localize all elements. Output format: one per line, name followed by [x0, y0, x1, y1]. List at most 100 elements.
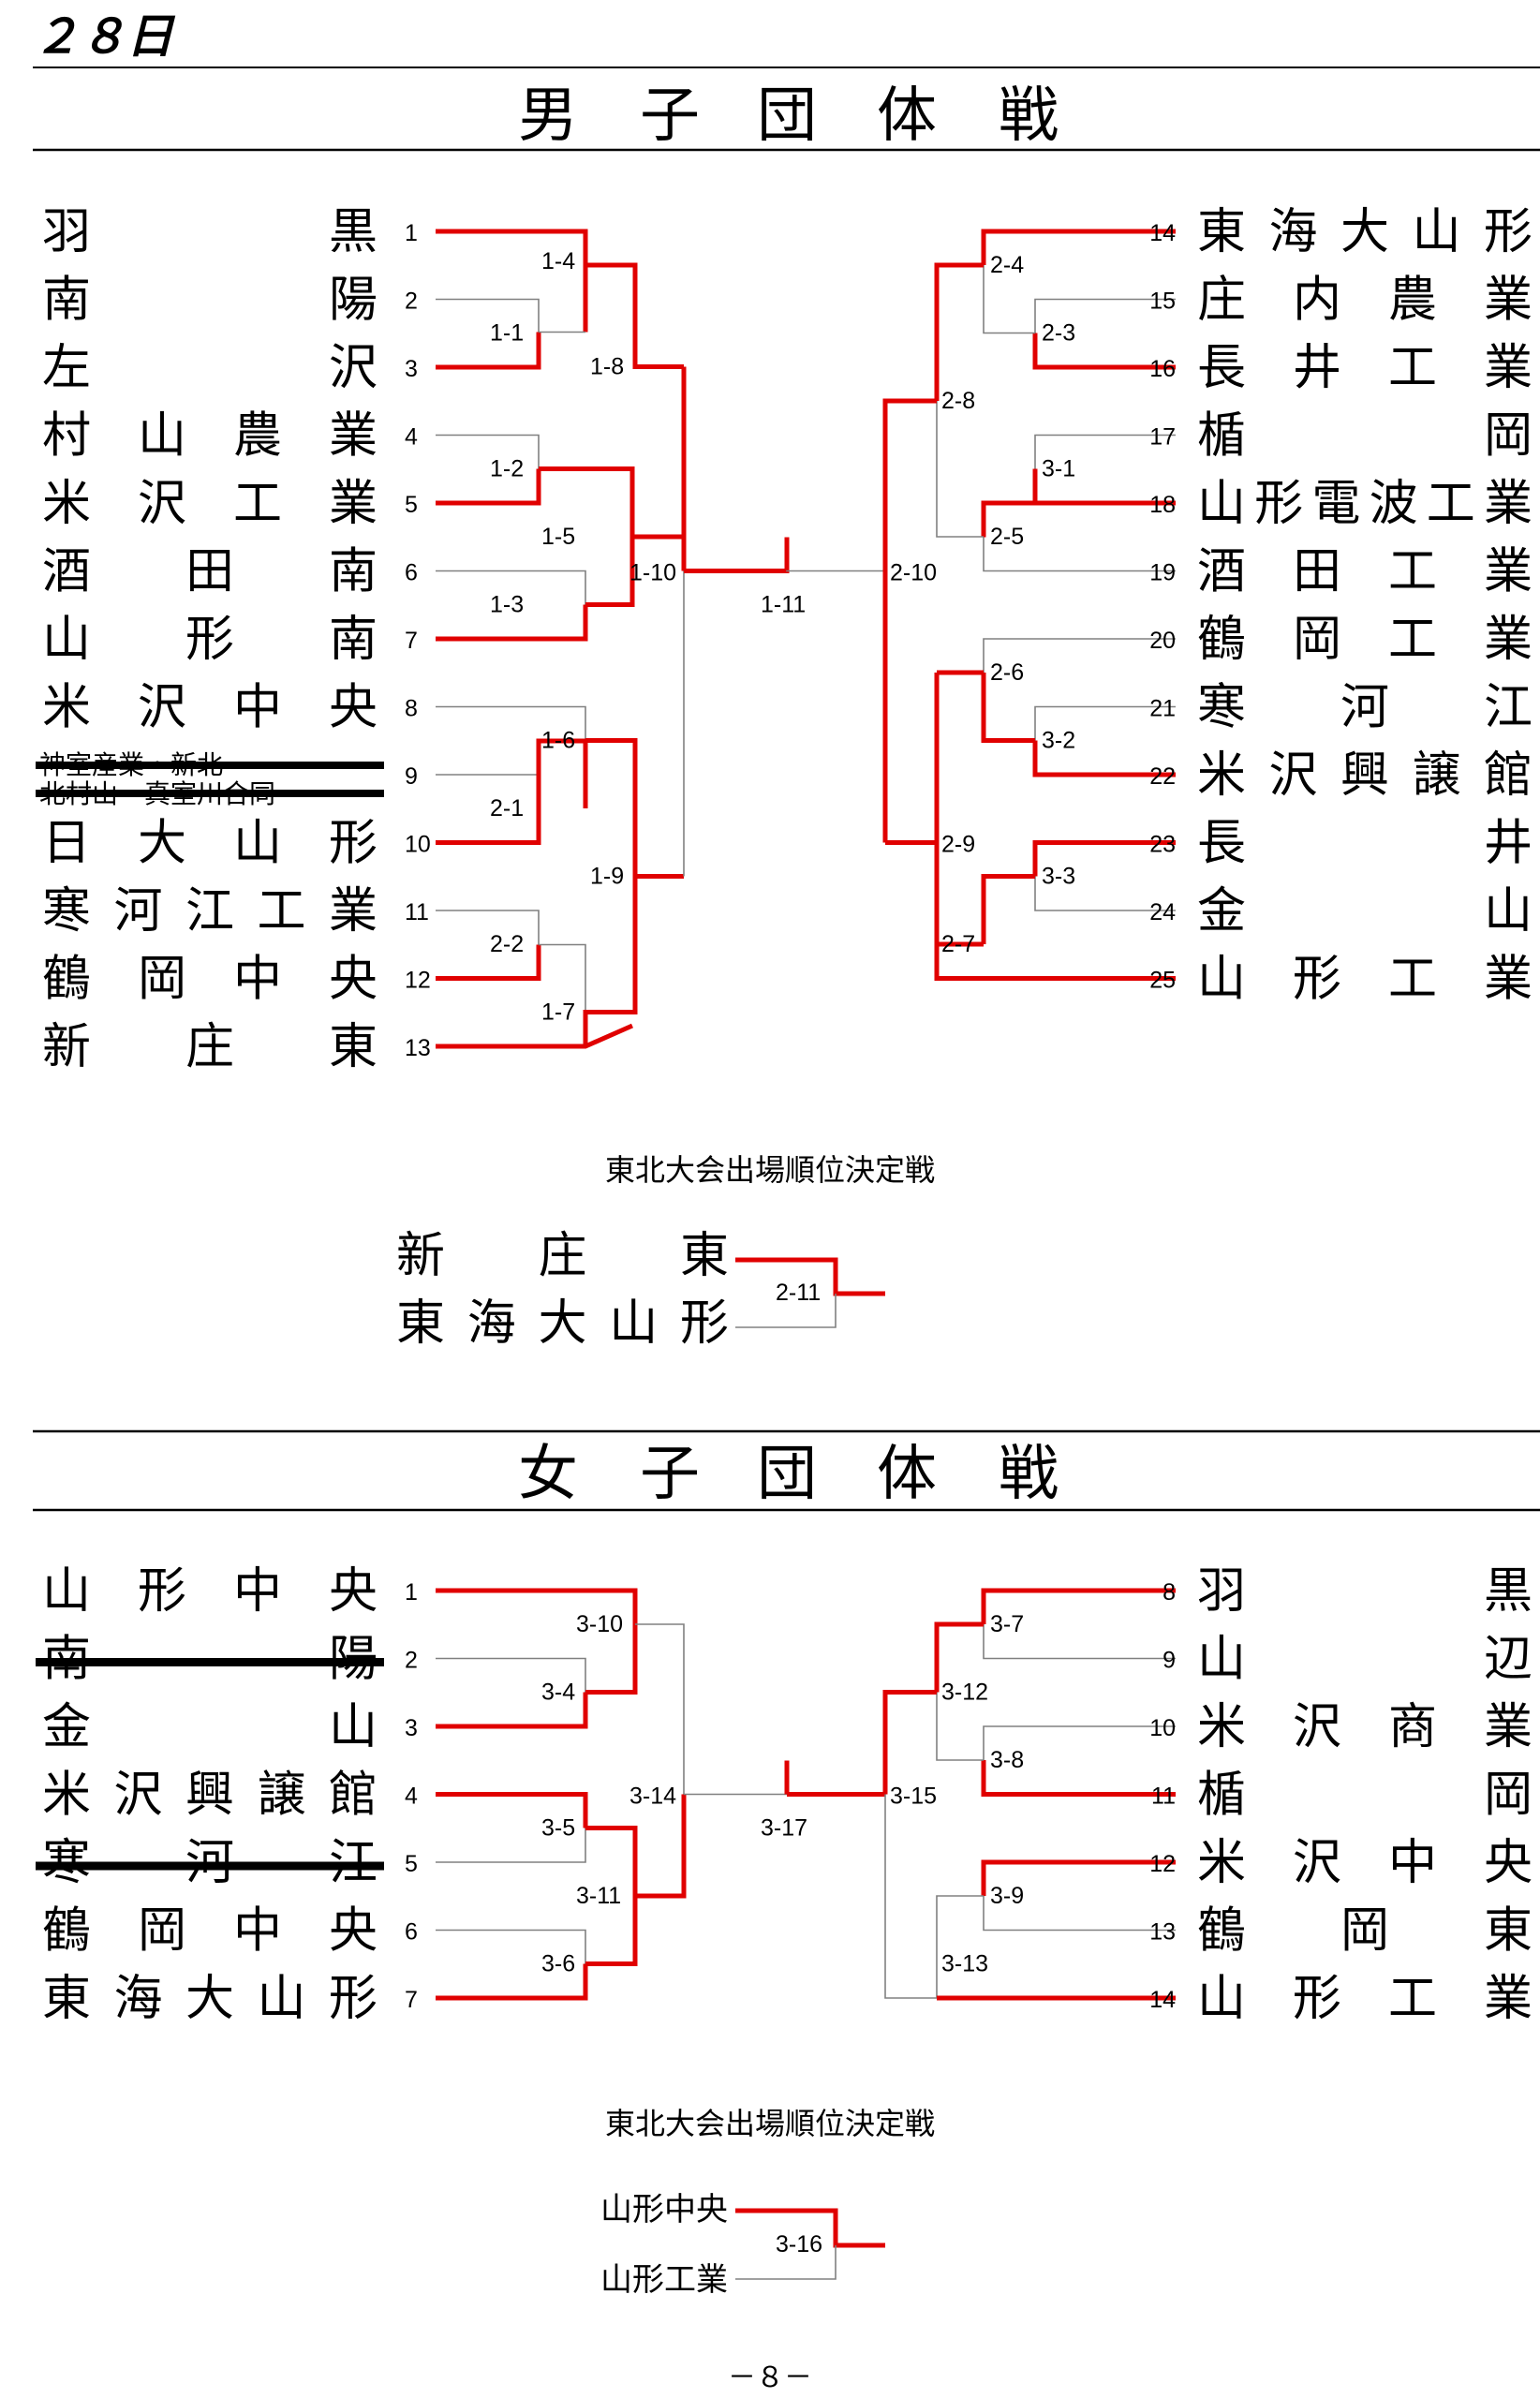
match-label: 1-3 [490, 592, 524, 618]
match-label: 2-1 [490, 795, 524, 822]
team-number: 14 [1149, 1987, 1176, 2013]
team-number: 4 [405, 1784, 418, 1810]
team-name: 鶴岡工業 [1197, 612, 1533, 668]
match-label: 3-9 [990, 1883, 1024, 1909]
team-name: 長井 [1197, 816, 1533, 872]
team-number: 23 [1149, 832, 1176, 858]
match-label: 1-10 [629, 560, 676, 586]
match-label: 3-6 [541, 1951, 575, 1977]
match-label: 3-1 [1042, 456, 1075, 482]
team-name: 南陽 [42, 273, 378, 329]
bracket-line [882, 1690, 937, 1795]
match-label: 1-4 [541, 248, 575, 274]
match-label: 1-1 [490, 320, 524, 347]
team-number: 25 [1149, 968, 1176, 994]
team-name: 金山 [1197, 883, 1533, 940]
team-number: 6 [405, 1919, 418, 1946]
team-number: 13 [1149, 1919, 1176, 1946]
match-label: 1-2 [490, 456, 524, 482]
bracket-lines [33, 67, 1540, 2280]
bracket-line [436, 570, 586, 605]
team-name: 鶴岡東 [1197, 1903, 1533, 1960]
match-label: 1-9 [590, 864, 624, 890]
team-name: 山形中央 [42, 1563, 378, 1620]
match-label: 3-10 [576, 1611, 623, 1637]
bracket-line [735, 1257, 885, 1296]
bracket-line [735, 1294, 837, 1328]
match-label: 3-14 [629, 1784, 676, 1810]
match-label: 2-6 [990, 659, 1024, 686]
team-name: 酒田工業 [1197, 544, 1533, 600]
team-name: 長井工業 [1197, 340, 1533, 396]
bracket-line [635, 1623, 685, 1795]
bracket-line [436, 705, 586, 741]
team-name: 羽黒 [42, 204, 378, 260]
match-label: 2-9 [941, 832, 975, 858]
bracket-line [934, 1621, 984, 1693]
match-label: 2-2 [490, 931, 524, 957]
bracket-line [983, 1624, 1176, 1660]
bracket-line [536, 738, 585, 809]
team-number: 1 [405, 220, 418, 246]
match-label: 3-5 [541, 1815, 575, 1842]
team-name: 米沢興譲館 [1197, 748, 1533, 804]
match-label: 3-2 [1042, 728, 1075, 754]
playoff-team-a: 山形中央 [600, 2191, 728, 2228]
team-number: 8 [405, 696, 418, 722]
bracket-line [539, 943, 586, 1046]
team-number: 24 [1149, 899, 1176, 925]
team-number: 7 [405, 628, 418, 654]
bracket-line [436, 604, 588, 642]
bracket-line [983, 1896, 1176, 1932]
team-number: 21 [1149, 696, 1176, 722]
day-heading: ２８日 [33, 9, 176, 64]
bracket-line [884, 1794, 937, 1999]
bracket-line [936, 1692, 984, 1761]
team-name: 山形南 [42, 612, 378, 668]
bracket-line [981, 229, 1176, 265]
bracket-line [436, 1657, 586, 1693]
bracket-line [1032, 840, 1176, 877]
match-label: 2-10 [890, 560, 937, 586]
bracket-line [635, 1794, 687, 1899]
bracket-line [1032, 333, 1176, 370]
bracket-line [436, 1828, 586, 1863]
match-label: 2-4 [990, 252, 1024, 278]
team-number: 9 [1162, 1648, 1176, 1674]
team-name: 寒河江 [1197, 680, 1533, 736]
team-number: 10 [1149, 1715, 1176, 1741]
bracket-line [585, 738, 684, 879]
team-number: 5 [405, 1851, 418, 1877]
team-name: 米沢中央 [1197, 1835, 1533, 1891]
match-label: 3-7 [990, 1611, 1024, 1637]
match-label: 3-16 [776, 2231, 822, 2257]
match-label: 3-12 [941, 1680, 988, 1706]
team-name: 米沢興譲館 [42, 1768, 378, 1824]
team-name: 山形工業 [1197, 1971, 1533, 2027]
bracket-line [585, 262, 684, 369]
team-number: 13 [405, 1035, 431, 1061]
team-name: 楯岡 [1197, 408, 1533, 465]
team-number: 6 [405, 560, 418, 586]
bracket-line [981, 673, 1035, 743]
team-name: 米沢工業 [42, 476, 378, 532]
bracket-line [632, 876, 638, 1014]
bracket-line [934, 944, 1176, 981]
bracket-line [735, 2245, 837, 2280]
match-label: 2-5 [990, 524, 1024, 550]
playoff-caption: 東北大会出場順位決定戦 [605, 1152, 935, 1188]
bracket-line [436, 944, 541, 981]
bracket-line [684, 537, 790, 573]
team-number: 7 [405, 1987, 418, 2013]
match-label: 3-13 [941, 1951, 988, 1977]
team-name-struck: 北村山・真室川合同 [39, 778, 275, 809]
bracket-line [583, 1010, 632, 1046]
team-name: 新庄東 [42, 1019, 378, 1075]
team-name: 山形電波工業 [1197, 476, 1533, 532]
bracket-line [1034, 298, 1176, 333]
bracket-line [1032, 740, 1176, 777]
match-label: 1-6 [541, 728, 575, 754]
bracket-line [981, 1859, 1176, 1896]
bracket-line [436, 1023, 634, 1049]
team-name: 村山農業 [42, 408, 378, 465]
